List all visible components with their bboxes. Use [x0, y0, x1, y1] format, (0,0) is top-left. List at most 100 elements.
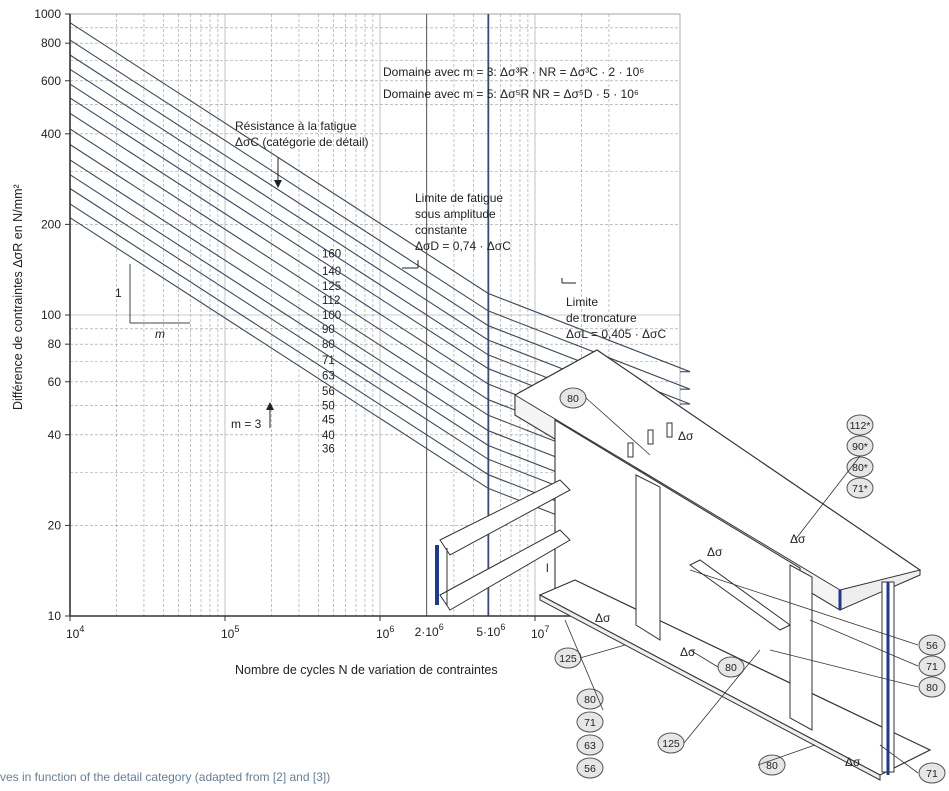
detail-bottom-mid: 80 — [725, 662, 737, 674]
resistance-subtitle: ΔσC (catégorie de détail) — [235, 135, 368, 149]
detail-right-2-bubble — [918, 676, 946, 698]
leader-line — [564, 619, 604, 711]
detail-stiffener-2: 80* — [852, 462, 868, 474]
x-tick-label: 104 — [66, 624, 84, 641]
x-tick-label: 106 — [376, 624, 394, 641]
cutoff-line1: Limite — [566, 295, 598, 309]
y-tick-label: 200 — [41, 217, 61, 231]
detail-bottom-stack-2-bubble — [576, 734, 604, 756]
detail-bottom-stack-0: 80 — [584, 694, 596, 706]
detail-bottom-center: 125 — [662, 738, 680, 750]
category-label-80: 80 — [322, 339, 335, 351]
detail-bottom-right-b-bubble — [918, 762, 946, 784]
resistance-title: Résistance à la fatigue — [235, 119, 357, 133]
detail-bottom-stack-1: 71 — [584, 717, 596, 729]
detail-right-0-bubble — [918, 634, 946, 656]
x-axis-label: Nombre de cycles N de variation de contr… — [235, 663, 498, 677]
detail-bottom-stack-3: 56 — [584, 763, 596, 775]
y-tick-label: 40 — [48, 428, 62, 442]
category-label-140: 140 — [322, 266, 341, 278]
category-label-50: 50 — [322, 401, 335, 413]
leader-line — [579, 644, 626, 659]
delta-sigma-marker: Δσ — [595, 611, 611, 625]
category-label-71: 71 — [322, 355, 335, 367]
category-label-100: 100 — [322, 310, 341, 322]
detail-bottom-stack-3-bubble — [576, 757, 604, 779]
category-label-36: 36 — [322, 444, 335, 456]
leader-line — [809, 619, 919, 667]
fatigue-limit-line4: ΔσD = 0,74 · ΔσC — [415, 239, 511, 253]
y-tick-label: 1000 — [34, 7, 61, 21]
category-label-125: 125 — [322, 281, 341, 293]
delta-sigma-marker: Δσ — [845, 755, 861, 769]
delta-sigma-marker: Δσ — [680, 645, 696, 659]
category-label-56: 56 — [322, 386, 335, 398]
y-tick-label: 80 — [48, 337, 62, 351]
detail-right-2: 80 — [926, 682, 938, 694]
x-tick-label: 107 — [531, 624, 549, 641]
y-tick-label: 600 — [41, 74, 61, 88]
category-label-40: 40 — [322, 430, 335, 442]
detail-top-flange: 80 — [567, 393, 579, 405]
category-label-160: 160 — [322, 249, 341, 261]
leader-line — [585, 397, 651, 456]
detail-stiffener-1: 90* — [852, 441, 868, 453]
y-axis-label: Différence de contraintes ΔσR en N/mm² — [11, 184, 25, 410]
y-tick-label: 20 — [48, 518, 62, 532]
category-label-63: 63 — [322, 370, 335, 382]
detail-bottom-stack-2: 63 — [584, 740, 596, 752]
detail-right-1-bubble — [918, 655, 946, 677]
x-tick-label: 105 — [221, 624, 239, 641]
detail-category-labels: 80 112* 90* 80* 71* 56 71 80 125 80 80 71 63 56 125 80 7… — [546, 387, 946, 784]
y-tick-label: 10 — [48, 609, 62, 623]
x-special-tick-label: 2·106 — [415, 622, 444, 639]
y-tick-label: 400 — [41, 127, 61, 141]
y-tick-label: 800 — [41, 36, 61, 50]
domain-m5-formula: Domaine avec m = 5: Δσ⁵R NR = Δσ⁵D · 5 ·… — [383, 87, 639, 101]
leader-line — [689, 569, 919, 646]
detail-stiffener-2-bubble — [846, 456, 874, 478]
detail-stiffener-0-bubble — [846, 414, 874, 436]
category-label-112: 112 — [322, 295, 340, 307]
detail-bottom-right-a: 80 — [766, 760, 778, 772]
detail-bottom-stack-1-bubble — [576, 711, 604, 733]
m-equals-3-label: m = 3 — [231, 417, 262, 431]
figure-caption: ves in function of the detail category (… — [0, 770, 331, 784]
y-tick-label: 100 — [41, 308, 61, 322]
delta-sigma-marker: Δσ — [790, 532, 806, 546]
steel-structure-illustration — [435, 349, 932, 781]
leader-line — [683, 649, 761, 744]
fatigue-limit-line3: constante — [415, 223, 467, 237]
detail-bottom-right-b: 71 — [926, 768, 938, 780]
length-l-label: l — [546, 561, 549, 575]
leader-line — [879, 744, 919, 774]
domain-m3-formula: Domaine avec m = 3: Δσ³R · NR = Δσ³C · 2… — [383, 65, 644, 79]
detail-stiffener-3: 71* — [852, 483, 868, 495]
fatigue-limit-line2: sous amplitude — [415, 207, 496, 221]
resistance-arrowhead — [274, 180, 282, 188]
slope-label-m: m — [155, 327, 165, 341]
detail-stiffener-0: 112* — [850, 420, 871, 432]
delta-sigma-marker: Δσ — [707, 545, 723, 559]
detail-right-1: 71 — [926, 661, 938, 673]
fatigue-limit-line1: Limite de fatigue — [415, 191, 503, 205]
leader-line — [689, 649, 719, 668]
cutoff-line2: de troncature — [566, 311, 637, 325]
slope-label-one: 1 — [115, 286, 122, 300]
cutoff-line3: ΔσL = 0,405 · ΔσC — [566, 327, 666, 341]
stiffener-2 — [789, 564, 813, 731]
x-special-tick-label: 5·106 — [476, 622, 505, 639]
category-label-45: 45 — [322, 414, 335, 426]
detail-right-0: 56 — [926, 640, 938, 652]
detail-bottom-left: 125 — [559, 653, 577, 665]
y-tick-label: 60 — [48, 375, 62, 389]
stiffener-1 — [635, 474, 661, 641]
detail-stiffener-3-bubble — [846, 477, 874, 499]
category-label-90: 90 — [322, 324, 335, 336]
delta-sigma-marker: Δσ — [678, 429, 694, 443]
leader-line — [757, 744, 816, 766]
fatigue-curve-160 — [69, 22, 691, 373]
fatigue-curve-140 — [69, 39, 691, 390]
leader-line — [794, 455, 861, 541]
